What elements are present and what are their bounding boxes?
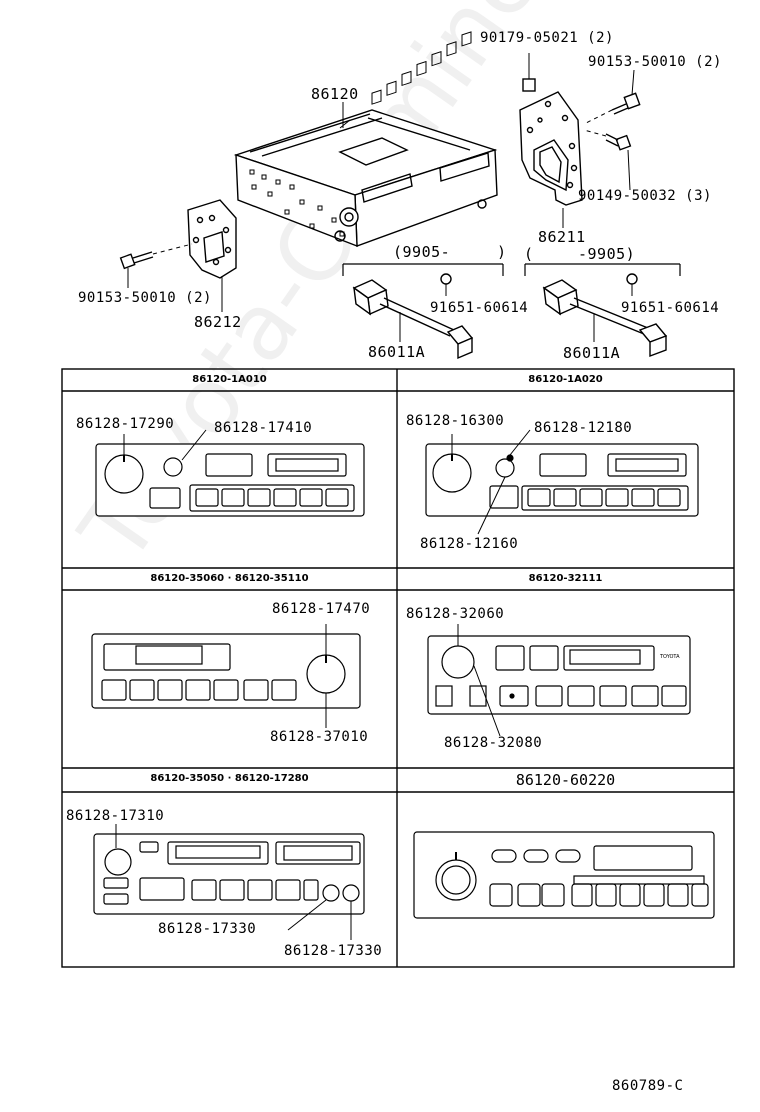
label-nut-90179: 90179-05021 (2) xyxy=(480,30,614,46)
panel-header-1: 86120-1A010 xyxy=(192,374,267,385)
label-bracket-86212: 86212 xyxy=(194,313,242,331)
panel-header-4: 86120-32111 xyxy=(528,573,603,584)
label-86128-17290: 86128-17290 xyxy=(76,416,175,432)
label-86128-17470: 86128-17470 xyxy=(272,601,371,617)
label-grommet-left: 91651-60614 xyxy=(430,300,529,316)
label-range-left-close: ) xyxy=(497,243,507,261)
label-unit-86120: 86120 xyxy=(311,85,359,103)
label-bolt-left-90153: 90153-50010 (2) xyxy=(78,290,212,306)
panel-header-3: 86120-35060 · 86120-35110 xyxy=(150,573,309,584)
screw-90149-drawing xyxy=(583,129,632,191)
label-86128-16300: 86128-16300 xyxy=(406,413,505,429)
label-grommet-right: 91651-60614 xyxy=(621,300,720,316)
label-bracket-86211: 86211 xyxy=(538,228,586,246)
wire-86011a-right-drawing xyxy=(542,273,668,358)
label-86128-17410: 86128-17410 xyxy=(214,420,313,436)
label-screw-90149: 90149-50032 (3) xyxy=(578,188,712,204)
bolt-90153-right-drawing xyxy=(583,69,641,125)
wire-86011a-left-drawing xyxy=(352,273,474,360)
label-86128-12160: 86128-12160 xyxy=(420,536,519,552)
bolt-90153-left-drawing xyxy=(119,243,193,288)
faceplate-32111-drawing xyxy=(427,624,691,737)
label-86128-17330-a: 86128-17330 xyxy=(158,921,257,937)
panel-grid xyxy=(61,368,735,968)
panel-header-6: 86120-60220 xyxy=(515,771,616,789)
range-brackets xyxy=(342,263,681,276)
faceplate-60220-drawing xyxy=(413,831,715,919)
label-bolt-right-90153: 90153-50010 (2) xyxy=(588,54,722,70)
label-range-right: -9905) xyxy=(578,245,636,263)
bracket-86211-drawing xyxy=(519,91,583,206)
panel-header-2: 86120-1A020 xyxy=(528,374,603,385)
faceplate-35060-drawing xyxy=(91,624,361,728)
label-86128-37010: 86128-37010 xyxy=(270,729,369,745)
faceplate-1a010-drawing xyxy=(95,429,365,517)
label-86128-17330-b: 86128-17330 xyxy=(284,943,383,959)
faceplate-35050-drawing xyxy=(93,824,365,940)
label-wire-right-86011a: 86011A xyxy=(563,344,621,362)
label-86128-12180: 86128-12180 xyxy=(534,420,633,436)
label-86128-17310: 86128-17310 xyxy=(66,808,165,824)
label-range-left: (9905- xyxy=(393,243,451,261)
label-wire-left-86011a: 86011A xyxy=(368,343,426,361)
bracket-86212-drawing xyxy=(187,199,237,312)
label-86128-32080: 86128-32080 xyxy=(444,735,543,751)
label-range-right-open: ( xyxy=(524,245,534,263)
radio-unit-drawing xyxy=(233,31,498,248)
panel-header-5: 86120-35050 · 86120-17280 xyxy=(150,773,309,784)
figure-code: 860789-C xyxy=(612,1078,684,1094)
label-86128-32060: 86128-32060 xyxy=(406,606,505,622)
faceplate-1a020-drawing xyxy=(425,429,699,535)
brand-mark: TOYOTA xyxy=(660,654,680,660)
nut-90179-drawing xyxy=(522,78,536,92)
